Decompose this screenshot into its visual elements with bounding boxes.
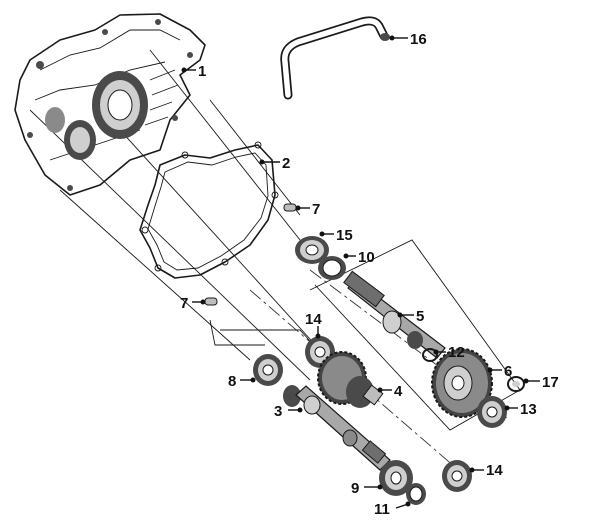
dowel-pin-upper (283, 203, 297, 212)
callout-label-10: 10 (358, 249, 375, 266)
callout-label-16: 16 (410, 31, 427, 48)
callout-label-17: 17 (542, 374, 559, 391)
bearing-14-lower (442, 460, 472, 492)
callout-13: 13 (504, 401, 537, 418)
callout-label-9: 9 (351, 480, 359, 497)
callout-label-12: 12 (448, 344, 465, 361)
callouts: 1 2 3 4 5 6 7 (180, 31, 559, 518)
circlip-12 (422, 348, 438, 362)
bearing-8 (253, 354, 283, 386)
bearing-15 (295, 236, 329, 264)
bearing-9 (379, 460, 413, 496)
callout-14-lower: 14 (469, 462, 503, 479)
callout-2: 2 (259, 155, 290, 172)
oil-seal-11 (406, 483, 426, 505)
callout-16: 16 (389, 31, 427, 48)
callout-label-2: 2 (282, 155, 290, 172)
callout-7-lower: 7 (180, 295, 206, 312)
transmission-case (14, 13, 206, 196)
callout-label-7-upper: 7 (312, 201, 320, 218)
final-gear (431, 348, 493, 418)
drive-shaft (283, 385, 391, 471)
callout-14-upper: 14 (305, 311, 322, 339)
callout-8: 8 (228, 373, 256, 390)
washer-17 (507, 376, 525, 392)
callout-label-13: 13 (520, 401, 537, 418)
breather-tube (280, 16, 390, 100)
bearing-13 (477, 396, 507, 428)
callout-label-14-upper: 14 (305, 311, 322, 328)
callout-6: 6 (487, 363, 512, 380)
oil-seal-10 (318, 256, 346, 280)
callout-12: 12 (433, 344, 465, 361)
callout-label-6: 6 (504, 363, 512, 380)
callout-label-1: 1 (198, 63, 206, 80)
gasket (139, 141, 279, 279)
callout-1: 1 (181, 63, 206, 80)
callout-label-15: 15 (336, 227, 353, 244)
callout-label-14-lower: 14 (486, 462, 503, 479)
callout-label-5: 5 (416, 308, 424, 325)
callout-5: 5 (397, 308, 424, 325)
callout-label-7-lower: 7 (180, 295, 188, 312)
countershaft (343, 270, 446, 359)
callout-label-3: 3 (274, 403, 282, 420)
callout-10: 10 (343, 249, 375, 266)
callout-label-4: 4 (394, 383, 403, 400)
callout-11: 11 (374, 501, 411, 518)
callout-4: 4 (377, 383, 403, 400)
callout-label-8: 8 (228, 373, 236, 390)
callout-7-upper: 7 (295, 201, 320, 218)
callout-9: 9 (351, 480, 383, 497)
callout-17: 17 (523, 374, 559, 391)
dowel-pin-lower (204, 297, 218, 306)
callout-3: 3 (274, 403, 303, 420)
callout-label-11: 11 (374, 501, 390, 518)
countershaft-gear (317, 351, 384, 408)
callout-15: 15 (319, 227, 353, 244)
